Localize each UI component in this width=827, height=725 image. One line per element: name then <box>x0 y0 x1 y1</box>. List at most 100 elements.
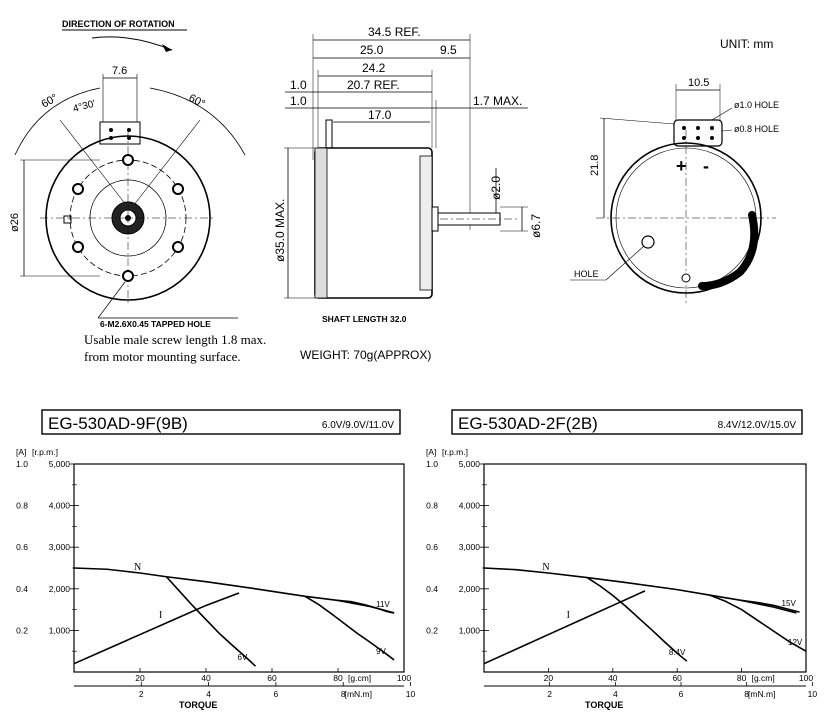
mnm-tick-label: 2 <box>547 689 552 699</box>
angle-arc-right <box>149 87 246 156</box>
gcm-unit-label: [g.cm] <box>348 673 371 683</box>
rpm-tick-label: 4,000 <box>49 501 71 511</box>
chart-header-box <box>41 409 401 435</box>
tapped-hole-label: 6-M2.6X0.45 TAPPED HOLE <box>100 319 211 329</box>
direction-of-rotation-label: DIRECTION OF ROTATION <box>62 19 175 29</box>
gcm-tick-label: 60 <box>267 673 277 683</box>
amp-tick-label: 0.2 <box>16 625 28 635</box>
rpm-tick-label: 5,000 <box>459 459 481 469</box>
amp-tick-label: 1.0 <box>426 459 438 469</box>
angle-leader <box>59 119 131 211</box>
plot-area <box>73 463 405 673</box>
dim-17: 17.0 <box>368 108 392 122</box>
mnm-tick-label: 8 <box>341 689 346 699</box>
series-label-8-4v: 8.4V <box>669 648 686 657</box>
hole-leader <box>711 107 733 121</box>
dim-25: 25.0 <box>360 43 384 57</box>
dim-20-7: 20.7 REF. <box>347 78 400 92</box>
mnm-unit-label: [mN.m] <box>345 689 372 699</box>
terminal-pin <box>325 119 333 149</box>
dim-7-6: 7.6 <box>112 65 127 77</box>
chart-header-box <box>451 409 803 435</box>
rpm-tick-label: 2,000 <box>49 584 71 594</box>
weight-label: WEIGHT: 70g(APPROX) <box>300 348 431 362</box>
ext-line <box>599 117 675 125</box>
chart-title: EG-530AD-2F(2B) <box>458 414 598 433</box>
mnm-tick-label: 8 <box>744 689 749 699</box>
terminal-hole <box>127 128 131 132</box>
amp-tick-label: 1.0 <box>16 459 28 469</box>
series-line-n <box>483 567 797 614</box>
amp-tick-label: 0.2 <box>426 625 438 635</box>
endcap-left <box>314 147 328 299</box>
series-label-i: I <box>159 610 162 621</box>
mnm-tick-label: 10 <box>406 689 416 699</box>
rotation-arrow <box>91 36 173 51</box>
angle-60-left: 60° <box>40 92 60 111</box>
rear-hole <box>641 235 655 249</box>
mnm-tick-label: 4 <box>206 689 211 699</box>
dim-1-0-b: 1.0 <box>290 94 307 108</box>
mnm-tick-label: 10 <box>808 689 818 699</box>
rpm-tick-label: 4,000 <box>459 501 481 511</box>
small-square-mark <box>63 215 72 224</box>
motor-body <box>314 147 433 299</box>
chart-eg-530ad-2f: EG-530AD-2F(2B) 8.4V/12.0V/15.0V [A] [r.p.m… <box>426 409 818 710</box>
gcm-tick-label: 40 <box>608 673 618 683</box>
gcm-tick-label: 100 <box>397 673 411 683</box>
amp-unit-label: [A] <box>426 447 436 457</box>
screw-note-line2: from motor mounting surface. <box>84 349 241 364</box>
rpm-tick-label: 3,000 <box>459 542 481 552</box>
gcm-tick-label: 60 <box>672 673 682 683</box>
callout-leader <box>97 281 126 319</box>
series-label-15v: 15V <box>782 599 797 608</box>
rear-view: UNIT: mm 10.5 ø1.0 HOLE ø0.8 HOLE 21.8 +… <box>570 37 779 306</box>
series-line-15v <box>741 599 800 613</box>
gcm-tick-label: 40 <box>201 673 211 683</box>
chart-subtitle: 6.0V/9.0V/11.0V <box>322 420 394 431</box>
polarity-plus: + <box>676 156 687 176</box>
rpm-tick-label: 5,000 <box>49 459 71 469</box>
series-line-9v <box>304 595 395 661</box>
series-line-12v <box>709 594 807 652</box>
front-boss <box>431 206 439 232</box>
gcm-tick-label: 20 <box>135 673 145 683</box>
dim-24-2: 24.2 <box>362 61 386 75</box>
amp-tick-label: 0.6 <box>426 542 438 552</box>
rear-slot-outline <box>698 211 759 290</box>
hole-1-0-label: ø1.0 HOLE <box>734 100 779 110</box>
rpm-unit-label: [r.p.m.] <box>442 447 468 457</box>
torque-label: TORQUE <box>179 700 217 710</box>
torque-label: TORQUE <box>585 700 623 710</box>
mnm-tick-label: 6 <box>679 689 684 699</box>
rear-small-hole <box>681 273 691 283</box>
angle-60-right: 60° <box>187 92 207 110</box>
plot-area <box>483 463 807 673</box>
tapped-holes <box>72 154 184 282</box>
angle-4-30: 4°30' <box>72 98 97 114</box>
series-label-n: N <box>134 562 141 573</box>
amp-unit-label: [A] <box>16 447 26 457</box>
rpm-unit-label: [r.p.m.] <box>32 447 58 457</box>
series-line-i <box>73 592 240 665</box>
dim-1-0-a: 1.0 <box>290 78 307 92</box>
dim-1-7: 1.7 MAX. <box>473 94 522 108</box>
series-line-11v <box>337 599 395 614</box>
chart-subtitle: 8.4V/12.0V/15.0V <box>718 420 797 431</box>
amp-tick-label: 0.6 <box>16 542 28 552</box>
terminal-tab <box>99 121 141 145</box>
terminal-hole <box>109 128 113 132</box>
amp-tick-label: 0.8 <box>16 501 28 511</box>
rpm-tick-label: 3,000 <box>49 542 71 552</box>
rpm-tick-label: 1,000 <box>49 625 71 635</box>
hole-leader <box>605 245 645 281</box>
rear-terminal-block <box>673 119 723 147</box>
gcm-tick-label: 80 <box>333 673 343 683</box>
rpm-tick-label: 2,000 <box>459 584 481 594</box>
gcm-tick-label: 80 <box>737 673 747 683</box>
dim-dia2: ø2.0 <box>489 176 503 200</box>
polarity-minus: - <box>703 156 709 176</box>
rotation-arrow-head-icon <box>162 44 172 52</box>
series-label-6v: 6V <box>238 653 248 662</box>
